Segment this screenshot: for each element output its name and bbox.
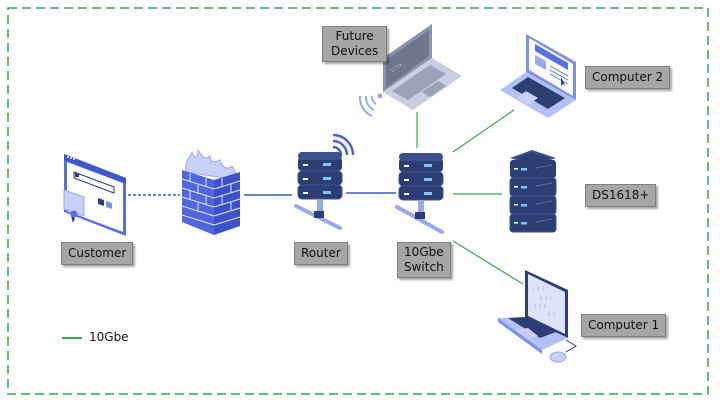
network-switch-server-icon xyxy=(395,153,444,234)
firewall-icon xyxy=(181,148,241,235)
svg-text:0 1: 0 1 xyxy=(548,312,556,317)
node-label-future-devices-line1: Future xyxy=(335,29,374,43)
laptop-icon xyxy=(500,34,576,118)
svg-text:1 1 0: 1 1 0 xyxy=(534,304,547,309)
wireless-router-server-icon xyxy=(294,133,355,230)
node-label-switch-line2: Switch xyxy=(404,260,444,274)
laptop-with-mouse-icon: 1 0 1 0 1 1 1 1 00 1 xyxy=(498,270,577,363)
node-label-router: Router xyxy=(294,242,348,265)
wifi-signal-icon xyxy=(358,93,383,117)
legend-10gbe-label: 10Gbe xyxy=(89,330,129,344)
mouse-icon xyxy=(549,351,567,363)
wireless-laptop-icon: c:\>_ xyxy=(358,24,462,117)
node-label-switch-line1: 10Gbe xyxy=(404,245,444,259)
node-label-computer1: Computer 1 xyxy=(581,314,667,337)
svg-text:1 0 1: 1 0 1 xyxy=(532,286,545,291)
node-label-customer: Customer xyxy=(61,242,134,265)
node-label-nas: DS1618+ xyxy=(585,184,657,207)
svg-text:0 1 1: 0 1 1 xyxy=(540,296,553,301)
node-label-future-devices-line2: Devices xyxy=(331,44,379,58)
nas-server-icon xyxy=(509,150,557,233)
diagram-frame xyxy=(7,7,709,395)
node-label-computer2: Computer 2 xyxy=(585,66,671,89)
legend-10gbe-line xyxy=(62,337,82,339)
link-switch-computer2 xyxy=(452,109,515,153)
node-label-future-devices: Future Devices xyxy=(322,26,388,62)
node-label-switch: 10Gbe Switch xyxy=(397,242,451,278)
browser-certificate-icon xyxy=(63,154,126,236)
link-switch-computer1 xyxy=(452,240,524,285)
